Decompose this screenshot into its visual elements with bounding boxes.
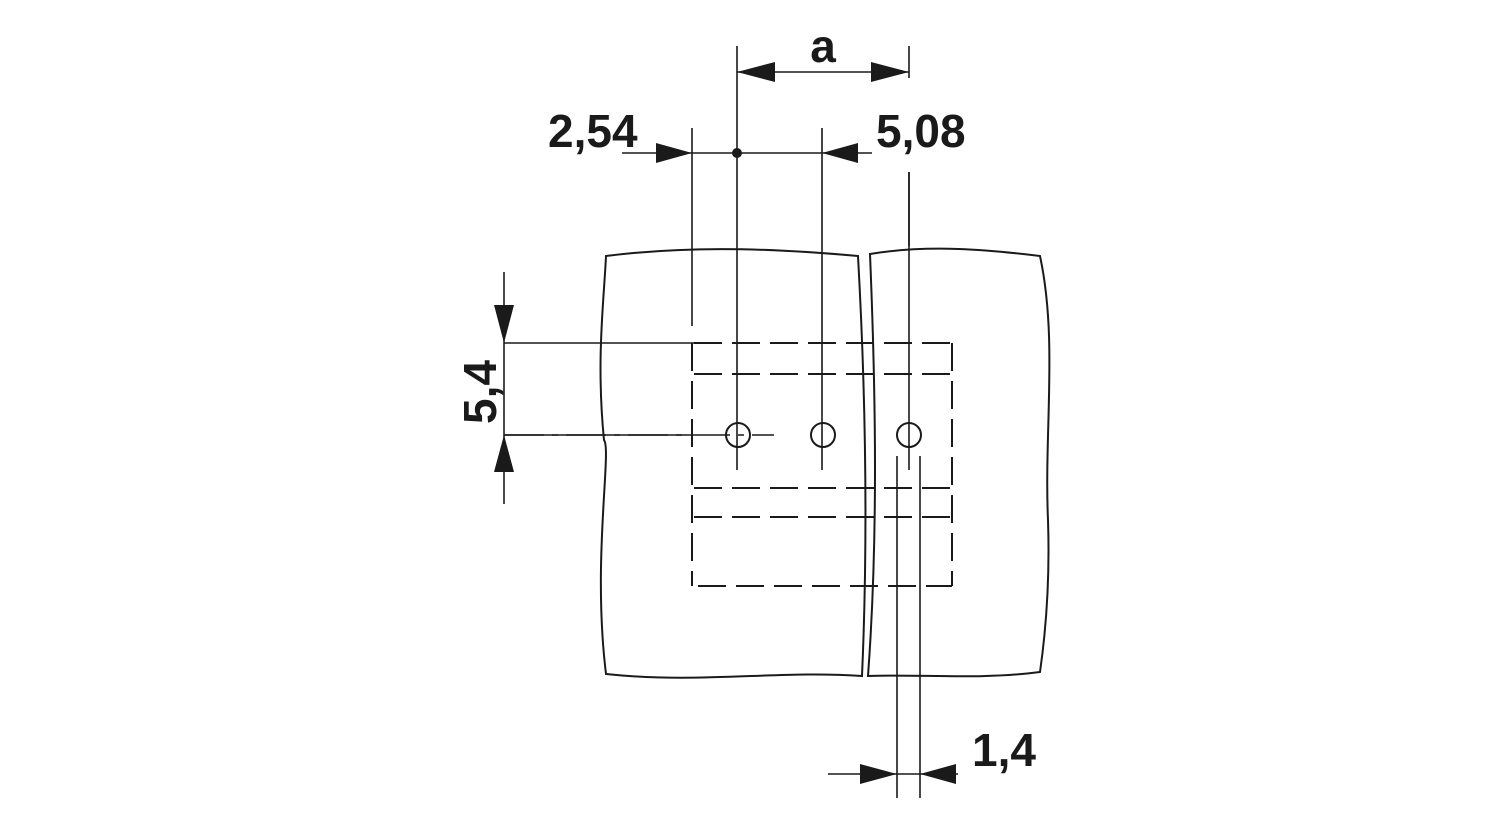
drill-hole-1 [725, 422, 751, 448]
pitch-label: a [810, 20, 836, 72]
offset-left-label: 2,54 [548, 105, 638, 157]
board-outline-left [599, 248, 867, 679]
center-lines [504, 128, 910, 470]
dimension-pitch-a: a [737, 20, 909, 82]
dimension-pin-width: 1,4 [828, 724, 1036, 784]
drill-hole-3 [896, 422, 922, 448]
drill-holes [725, 422, 922, 448]
offset-right-label: 5,08 [876, 105, 966, 157]
pin-width-label: 1,4 [972, 724, 1036, 776]
dimension-vertical: 5,4 [454, 272, 514, 504]
board-outline-right [866, 247, 1051, 678]
dimension-offset: 2,54 5,08 [548, 105, 966, 163]
drill-hole-2 [810, 422, 836, 448]
vertical-label: 5,4 [454, 360, 506, 424]
